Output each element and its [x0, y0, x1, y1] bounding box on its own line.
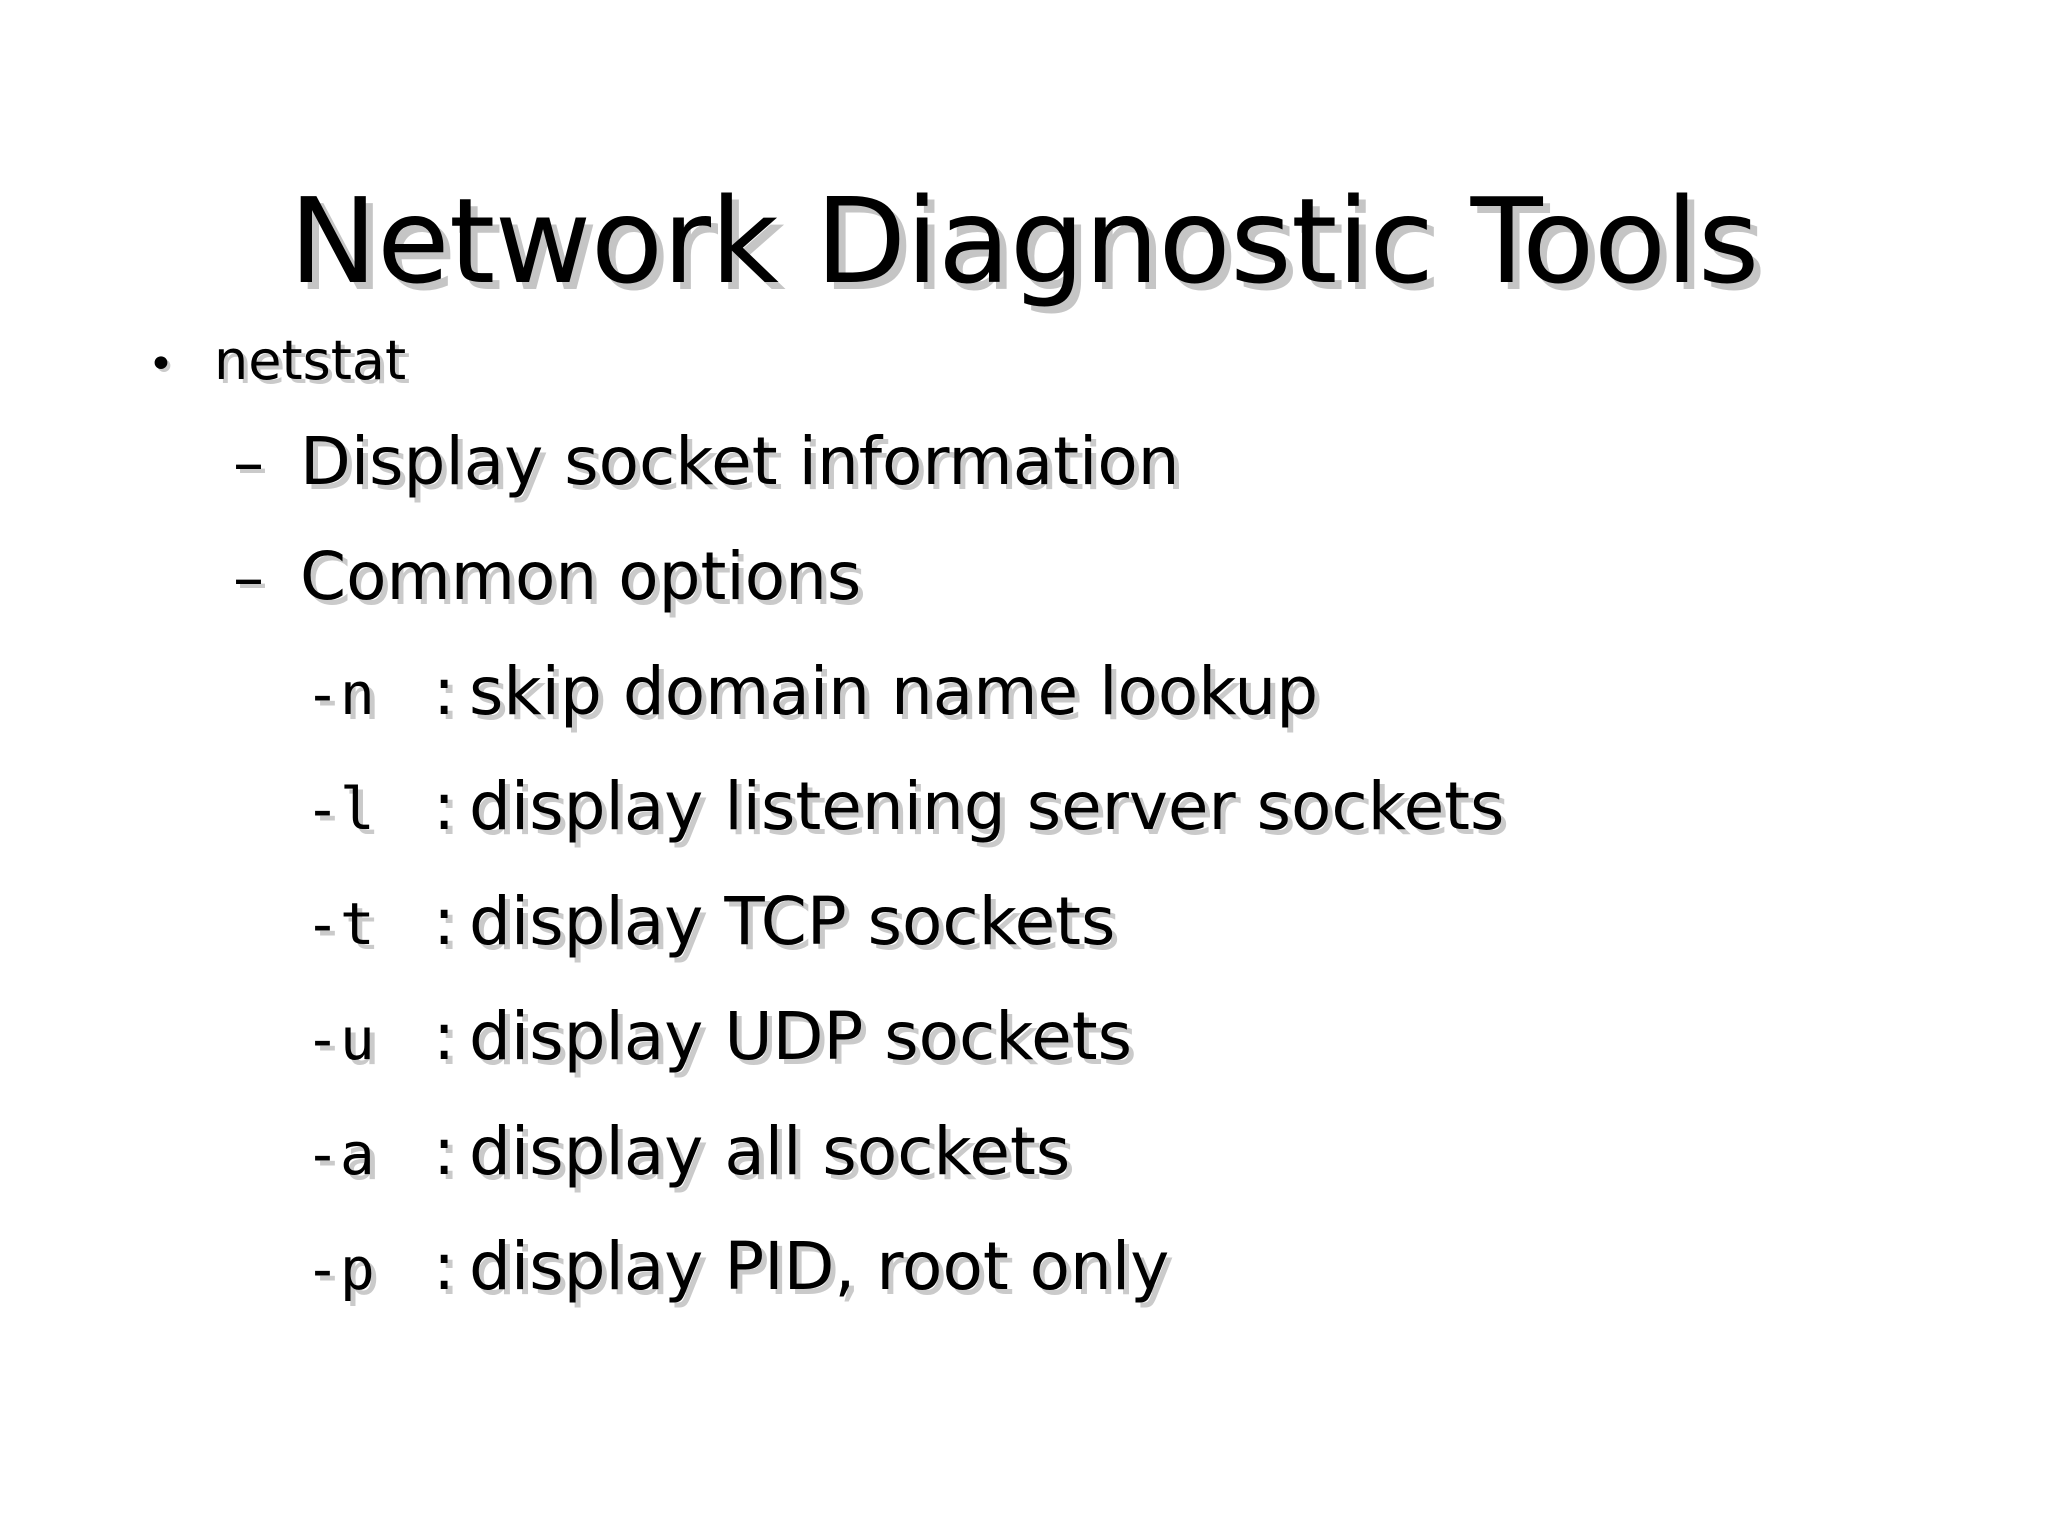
- list-item-label: Common options: [300, 538, 862, 615]
- option-separator: :: [433, 768, 456, 845]
- option-separator: :: [433, 1228, 456, 1305]
- option-row-a: -a:display all sockets: [0, 1094, 2048, 1209]
- list-item-label: Display socket information: [300, 423, 1180, 500]
- option-separator: :: [433, 883, 456, 960]
- option-row-n: -n:skip domain name lookup: [0, 634, 2048, 749]
- option-flag: -u: [305, 1005, 375, 1073]
- option-description: display PID, root only: [469, 1228, 1170, 1305]
- disc-bullet-icon: •: [148, 339, 174, 390]
- option-separator: :: [433, 653, 456, 730]
- option-flag: -a: [305, 1120, 375, 1188]
- option-row-u: -u:display UDP sockets: [0, 979, 2048, 1094]
- option-row-l: -l:display listening server sockets: [0, 749, 2048, 864]
- slide-body-block: • netstat –Display socket information –Co…: [0, 318, 2048, 1324]
- option-separator: :: [433, 1113, 456, 1190]
- list-item-display-socket-information: –Display socket information: [0, 404, 2048, 519]
- en-dash-bullet-icon: –: [233, 541, 264, 614]
- option-separator: :: [433, 998, 456, 1075]
- list-item-label: netstat: [214, 329, 407, 392]
- option-description: display UDP sockets: [469, 998, 1133, 1075]
- slide-title-block: Network Diagnostic Tools: [0, 96, 2048, 386]
- en-dash-bullet-icon: –: [233, 426, 264, 499]
- option-description: display all sockets: [469, 1113, 1071, 1190]
- option-flag: -p: [305, 1235, 375, 1303]
- list-item-netstat: • netstat: [0, 318, 2048, 404]
- option-flag: -n: [305, 660, 375, 728]
- option-description: skip domain name lookup: [469, 653, 1319, 730]
- list-item-common-options: –Common options: [0, 519, 2048, 634]
- option-description: display listening server sockets: [469, 768, 1505, 845]
- option-flag: -t: [305, 890, 375, 958]
- option-flag: -l: [305, 775, 375, 843]
- page-title: Network Diagnostic Tools: [289, 172, 1759, 311]
- option-row-t: -t:display TCP sockets: [0, 864, 2048, 979]
- option-description: display TCP sockets: [469, 883, 1116, 960]
- option-row-p: -p:display PID, root only: [0, 1209, 2048, 1324]
